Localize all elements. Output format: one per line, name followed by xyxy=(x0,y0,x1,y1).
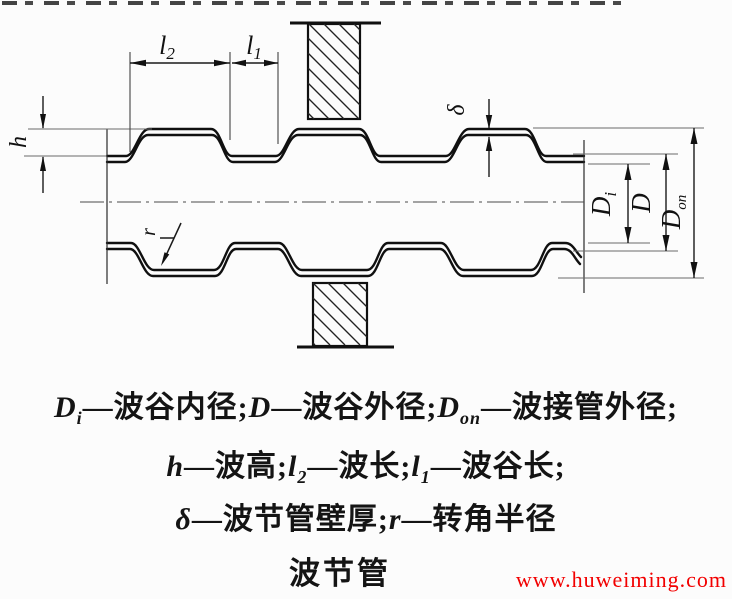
l1-label: l1 xyxy=(246,31,262,63)
l1-arrow-left xyxy=(232,59,246,67)
dim-delta: δ xyxy=(444,99,493,177)
pipe-walls xyxy=(105,127,586,278)
legend-line-3: δ—波节管壁厚;r—转角半径 xyxy=(0,494,732,538)
legend-text: —转角半径 xyxy=(401,503,557,536)
legend-var: D xyxy=(437,391,460,424)
figure-caption: 波节管 xyxy=(289,556,391,591)
Di-label: Di xyxy=(586,192,620,218)
r-label: r xyxy=(138,228,160,236)
legend-text: —波节管壁厚; xyxy=(191,503,389,536)
legend-var: h xyxy=(166,450,184,483)
D-arrow-top xyxy=(662,154,670,170)
legend-var: l xyxy=(411,450,421,483)
dim-l1: l1 xyxy=(232,31,279,144)
block-bottom-hatch-lines xyxy=(312,282,368,346)
r-arrow xyxy=(161,252,170,266)
l2-label: l2 xyxy=(159,31,175,63)
Don-label: Don xyxy=(656,195,690,231)
block-bottom-body xyxy=(311,281,369,348)
watermark: www.huweiming.com xyxy=(515,567,727,592)
dim-r: r xyxy=(138,222,182,266)
pipe-bottom-wall-inner xyxy=(105,241,583,272)
diameter-extension-lines xyxy=(533,127,704,279)
block-top-body xyxy=(306,22,362,121)
pipe-top-wall-inner xyxy=(105,133,586,164)
dim-Don: Don xyxy=(656,128,698,278)
legend-var-sub: 1 xyxy=(420,467,431,487)
h-arrow-bottom xyxy=(40,156,46,171)
pipe-top-wall-outer xyxy=(105,127,586,158)
h-label: h xyxy=(6,136,32,148)
dim-h: h xyxy=(6,96,152,193)
legend-text: —波谷外径; xyxy=(271,391,438,424)
l2-arrow-right xyxy=(214,59,230,67)
bellows-pipe-diagram: h l2 l1 δ xyxy=(6,21,704,349)
dim-D: D xyxy=(626,154,670,251)
legend-var: l xyxy=(288,450,298,483)
delta-label: δ xyxy=(444,104,470,116)
support-block-top xyxy=(290,21,381,121)
l2-arrow-left xyxy=(130,59,146,67)
delta-arrow-bottom xyxy=(485,136,493,151)
legend-var: D xyxy=(248,391,272,424)
dim-Di: Di xyxy=(586,164,632,243)
D-arrow-bottom xyxy=(662,235,670,251)
legend-text: —波高; xyxy=(184,450,288,483)
legend-var: D xyxy=(53,391,77,424)
legend-var-sub: i xyxy=(76,408,83,428)
Di-arrow-top xyxy=(624,164,632,180)
legend-text: —波谷内径; xyxy=(82,391,249,424)
h-arrow-top xyxy=(40,114,46,129)
legend-text: —波长; xyxy=(307,450,412,483)
legend-var: δ xyxy=(175,503,192,536)
support-block-bottom xyxy=(297,281,394,349)
legend-var-sub: 2 xyxy=(297,467,308,487)
legend-var: r xyxy=(388,503,402,536)
Don-arrow-bottom xyxy=(690,262,698,278)
legend-line-1: Di—波谷内径;D—波谷外径;Don—波接管外径; xyxy=(0,382,732,428)
block-top-hatch-lines xyxy=(307,23,361,120)
delta-arrow-top xyxy=(485,115,493,129)
pipe-bottom-wall-outer xyxy=(105,247,582,278)
legend-var-sub: on xyxy=(460,408,482,428)
l1-arrow-right xyxy=(264,59,278,67)
legend-text: —波谷长; xyxy=(430,450,566,483)
legend-line-2: h—波高;l2—波长;l1—波谷长; xyxy=(0,441,732,487)
legend-text: —波接管外径; xyxy=(481,391,679,424)
Di-arrow-bottom xyxy=(624,227,632,243)
Don-arrow-top xyxy=(690,128,698,144)
D-label: D xyxy=(626,193,656,214)
cropped-text-remnant xyxy=(2,1,622,5)
dim-l2: l2 xyxy=(129,31,231,152)
